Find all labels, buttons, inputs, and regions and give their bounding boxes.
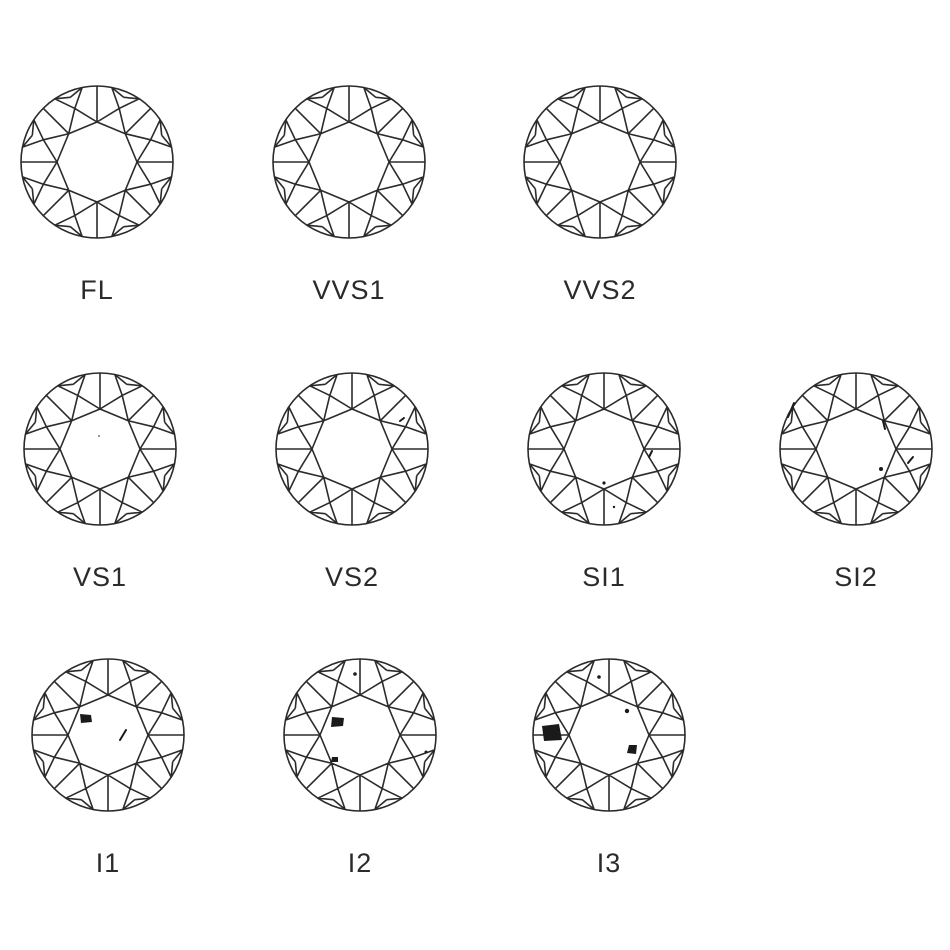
- diamond-facets: [780, 373, 932, 525]
- round-brilliant-diamond-icon: [532, 658, 686, 812]
- diamond-facets: [24, 373, 176, 525]
- grade-label-vs1: VS1: [72, 562, 128, 592]
- round-brilliant-diamond-icon: [20, 85, 174, 239]
- feather-inclusion: [907, 456, 914, 464]
- grade-item-vs1: VS1: [10, 372, 190, 622]
- diamond-facets: [284, 659, 436, 811]
- grade-item-vvs2: VVS2: [510, 85, 690, 335]
- pinpoint-inclusion: [879, 467, 883, 471]
- diamond-facets: [21, 86, 173, 238]
- feather-inclusion: [399, 417, 405, 422]
- grade-label-fl: FL: [80, 275, 114, 305]
- grade-label-si1: SI1: [582, 562, 626, 592]
- feather-inclusion: [119, 729, 127, 741]
- grade-item-i2: I2: [270, 658, 450, 908]
- round-brilliant-diamond-icon: [23, 372, 177, 526]
- pinpoint-inclusion: [353, 672, 357, 676]
- diamond-facets: [273, 86, 425, 238]
- feather-inclusion: [882, 420, 886, 430]
- diamond-facets: [533, 659, 685, 811]
- grade-item-i1: I1: [18, 658, 198, 908]
- grade-label-i2: I2: [347, 848, 373, 878]
- crystal-inclusion: [331, 717, 344, 727]
- pinpoint-inclusion: [597, 675, 601, 679]
- pinpoint-inclusion: [98, 435, 100, 437]
- grade-item-vvs1: VVS1: [259, 85, 439, 335]
- round-brilliant-diamond-icon: [779, 372, 933, 526]
- round-brilliant-diamond-icon: [523, 85, 677, 239]
- grade-item-vs2: VS2: [262, 372, 442, 622]
- crystal-inclusion: [80, 714, 92, 723]
- grade-label-vvs2: VVS2: [563, 275, 637, 305]
- round-brilliant-diamond-icon: [283, 658, 437, 812]
- round-brilliant-diamond-icon: [527, 372, 681, 526]
- grade-label-vs2: VS2: [324, 562, 380, 592]
- grade-item-si1: SI1: [514, 372, 694, 622]
- pinpoint-inclusion: [612, 505, 616, 509]
- pinpoint-inclusion: [602, 481, 606, 485]
- feather-inclusion: [648, 450, 653, 458]
- diamond-facets: [524, 86, 676, 238]
- round-brilliant-diamond-icon: [272, 85, 426, 239]
- grade-item-si2: SI2: [766, 372, 946, 622]
- grade-label-i1: I1: [95, 848, 121, 878]
- feather-inclusion: [787, 402, 795, 418]
- pinpoint-inclusion: [424, 750, 428, 754]
- crystal-inclusion: [627, 745, 637, 754]
- grade-item-fl: FL: [7, 85, 187, 335]
- grade-item-i3: I3: [519, 658, 699, 908]
- grade-label-si2: SI2: [834, 562, 878, 592]
- round-brilliant-diamond-icon: [275, 372, 429, 526]
- crystal-inclusion: [542, 724, 562, 741]
- pinpoint-inclusion: [624, 708, 630, 714]
- grade-label-vvs1: VVS1: [312, 275, 386, 305]
- diamond-facets: [276, 373, 428, 525]
- diamond-facets: [528, 373, 680, 525]
- round-brilliant-diamond-icon: [31, 658, 185, 812]
- crystal-inclusion: [331, 757, 338, 762]
- grade-label-i3: I3: [596, 848, 622, 878]
- diamond-facets: [32, 659, 184, 811]
